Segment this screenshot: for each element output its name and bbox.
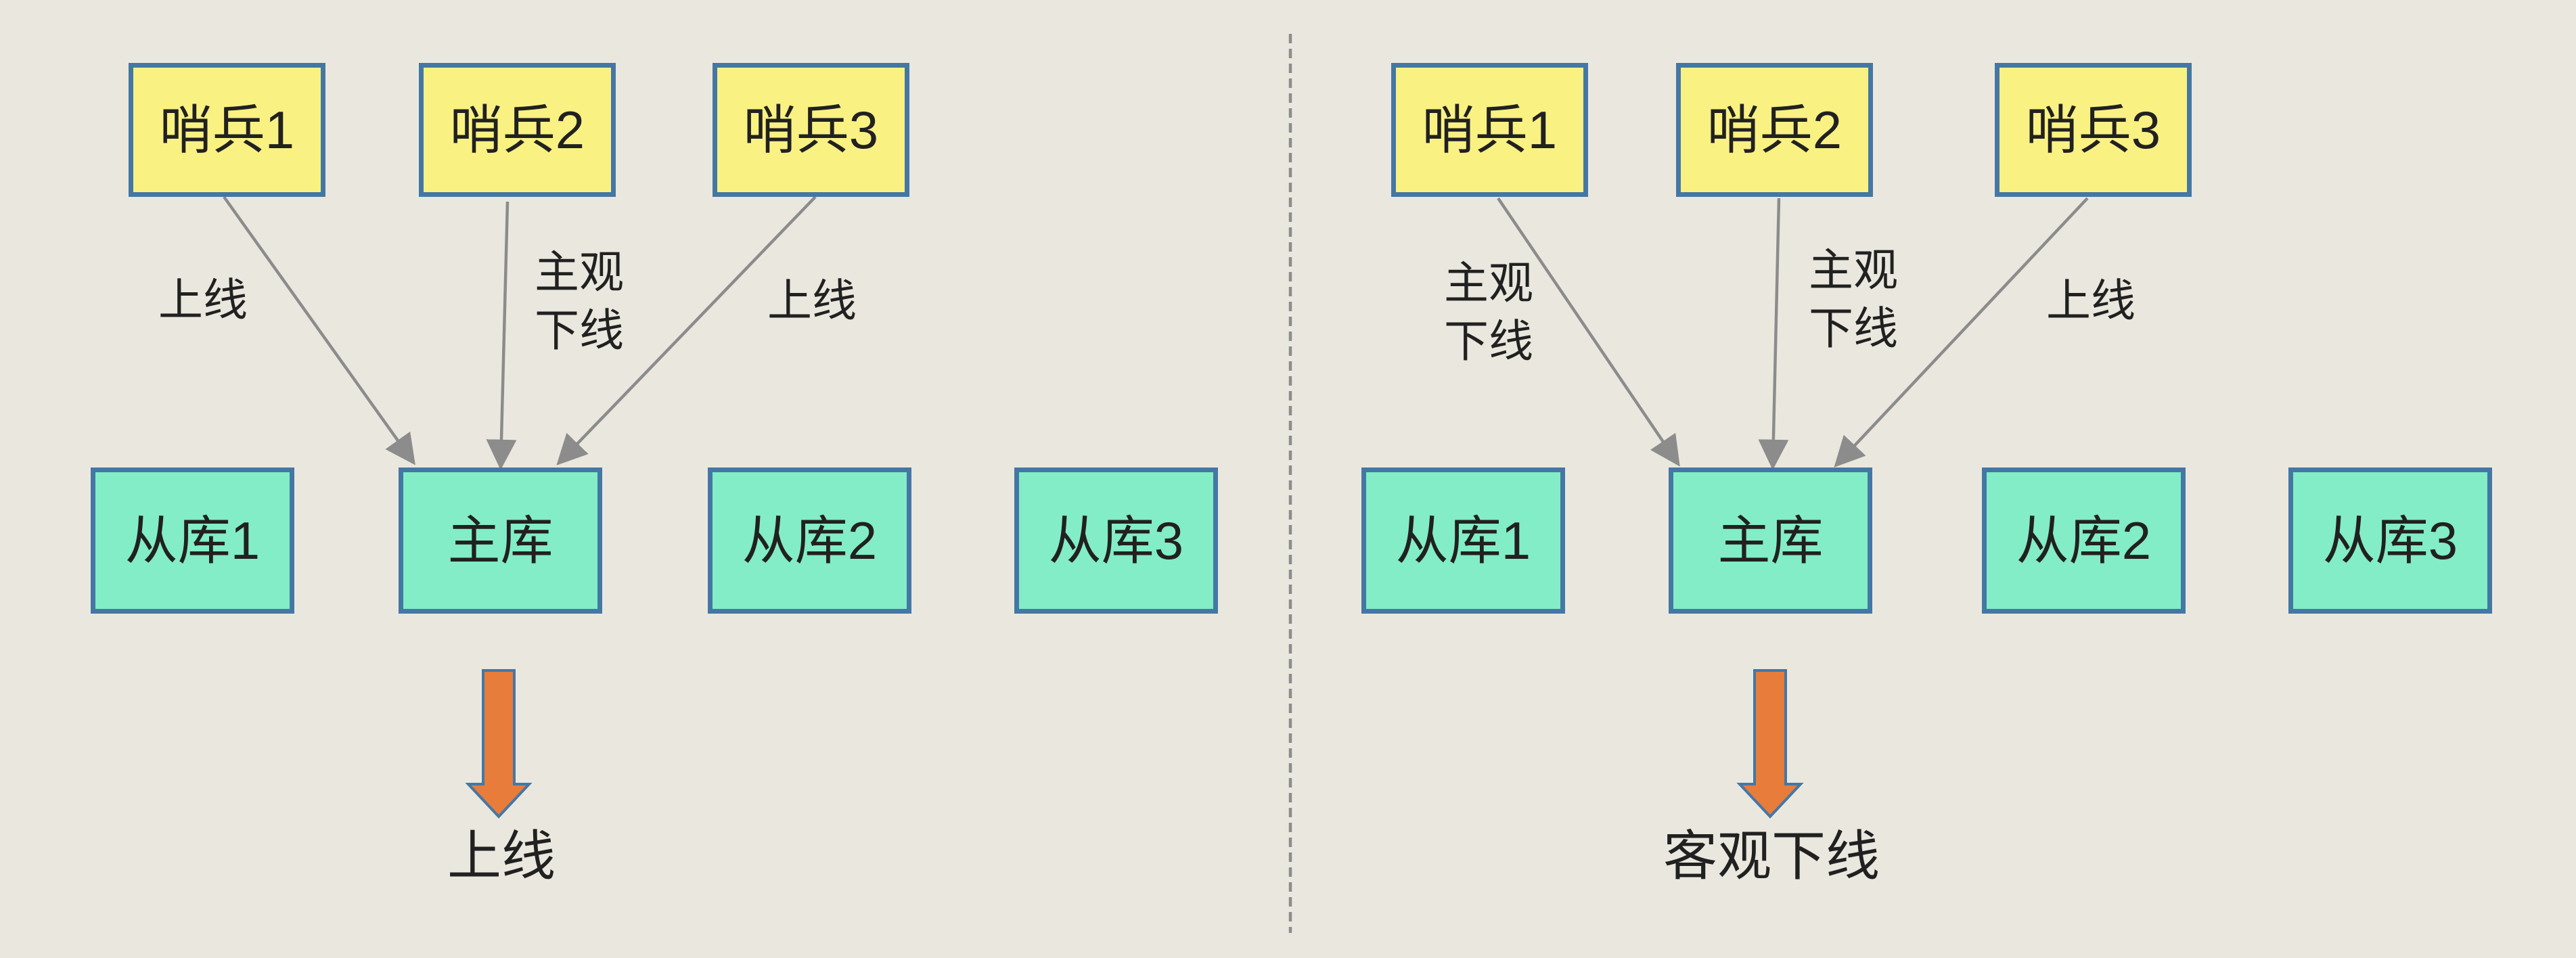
node-label: 主库 [447,511,553,570]
node-label: 哨兵2 [1707,100,1843,160]
node-label: 从库2 [2016,511,2152,570]
left-replica3-node: 从库3 [1014,467,1218,614]
node-label: 从库3 [1048,511,1184,570]
right-edge-label-3: 上线 [2046,275,2136,326]
edge-right-sentinel1-to-master [1497,197,1680,467]
node-label: 哨兵1 [1422,100,1558,160]
left-master-node: 主库 [399,467,602,614]
edge-left-sentinel2-to-master [486,201,517,470]
edge-left-sentinel3-to-master [556,196,817,465]
node-label: 从库1 [1395,511,1531,570]
node-label: 从库2 [742,511,878,570]
right-result-label: 客观下线 [1663,826,1880,886]
edge-left-sentinel1-to-master [223,196,415,465]
edge-right-sentinel3-to-master [1834,197,2089,467]
node-label: 从库1 [125,511,261,570]
result-block-arrow-left [465,669,533,819]
result-block-arrow-right [1736,669,1804,819]
left-edge-label-3: 上线 [767,275,857,326]
left-replica1-node: 从库1 [91,467,294,614]
right-edge-label-2: 主观 下线 [1809,245,1898,353]
left-sentinel3-node: 哨兵3 [713,63,909,197]
right-replica1-node: 从库1 [1361,467,1565,614]
right-edge-label-1: 主观 下线 [1444,258,1533,366]
node-label: 哨兵3 [2025,100,2161,160]
right-replica3-node: 从库3 [2288,467,2492,614]
right-sentinel2-node: 哨兵2 [1676,63,1873,197]
left-sentinel1-node: 哨兵1 [129,63,325,197]
node-label: 哨兵1 [159,100,295,160]
left-edge-label-1: 上线 [158,275,248,325]
left-result-label: 上线 [447,826,556,886]
node-label: 从库3 [2322,511,2458,570]
node-label: 哨兵3 [743,100,879,160]
right-sentinel1-node: 哨兵1 [1391,63,1588,197]
edge-right-sentinel2-to-master [1758,198,1789,470]
node-label: 哨兵2 [449,100,585,160]
right-sentinel3-node: 哨兵3 [1995,63,2192,197]
right-master-node: 主库 [1669,467,1872,614]
left-replica2-node: 从库2 [708,467,911,614]
left-edge-label-2: 主观 下线 [535,247,624,355]
right-replica2-node: 从库2 [1982,467,2186,614]
left-sentinel2-node: 哨兵2 [419,63,616,197]
node-label: 主库 [1717,511,1824,570]
